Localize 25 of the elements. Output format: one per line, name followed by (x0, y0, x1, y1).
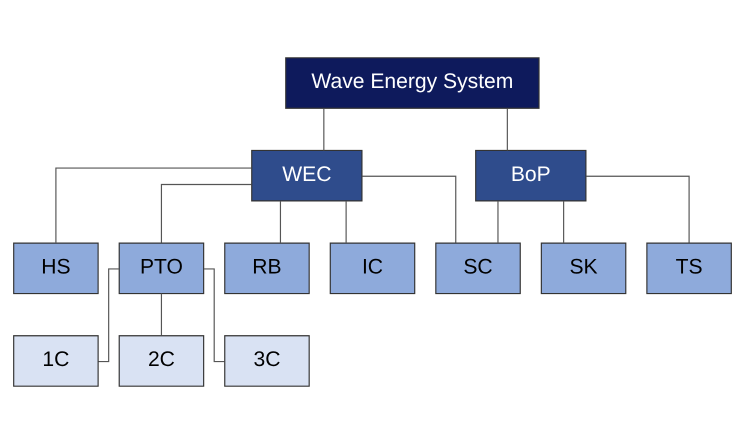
connector (54, 166, 251, 243)
node-box: 2C (118, 334, 204, 386)
node-box: PTO (118, 242, 204, 294)
node-box: 3C (224, 334, 310, 386)
connector (362, 175, 456, 242)
connector (160, 293, 162, 336)
node-box: 1C (12, 334, 98, 386)
node-box: Wave Energy System (284, 56, 540, 108)
connector (496, 200, 498, 243)
node-box: BoP (474, 149, 586, 201)
connector (506, 108, 508, 150)
node-box: SK (540, 242, 626, 294)
node-box: TS (646, 242, 732, 294)
connector (562, 200, 564, 243)
node-box: WEC (250, 149, 362, 201)
node-box: IC (329, 242, 415, 294)
node-box: RB (224, 242, 310, 294)
connector (98, 268, 118, 362)
connector (279, 200, 281, 243)
connector (586, 175, 690, 242)
connector (345, 200, 346, 243)
connector (160, 183, 251, 242)
connector (322, 108, 324, 150)
node-box: SC (434, 242, 520, 294)
node-box: HS (12, 242, 98, 294)
